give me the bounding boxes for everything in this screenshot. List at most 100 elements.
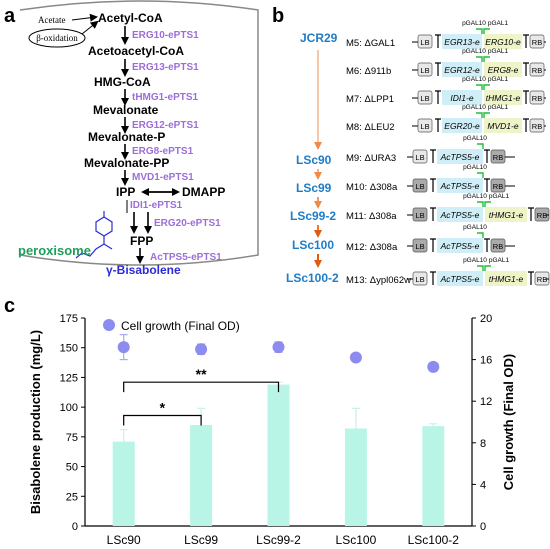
lb-label: LB [420,94,429,103]
compound-dmapp: DMAPP [182,185,225,199]
compound-ipp: IPP [116,185,135,199]
compound-mevalonate-pp: Mevalonate-PP [84,156,169,170]
significance-label: * [160,399,166,415]
y2-tick-label: 12 [480,396,492,408]
module-label: M12: Δ308a [346,242,398,253]
terminator-icon [528,271,534,285]
gene-label: AcTPS5-e [440,241,480,251]
od-point [349,351,362,364]
terminator-icon [435,90,441,104]
promoter-label: pGAL1 [489,257,510,264]
gene-box [442,118,482,133]
lb-label: LB [415,211,424,220]
terminator-icon [430,207,436,221]
promoter-arrow-icon [483,56,490,62]
lb-label: LB [415,182,424,191]
gene-box [437,238,483,253]
gene-label: EGR13-e [444,37,480,47]
terminator-icon [484,149,490,163]
y-tick-label: 100 [60,402,78,414]
enzyme-erg10: ERG10-ePTS1 [132,30,199,41]
compound-fpp: FPP [130,234,153,248]
x-tick-label: LSc100-2 [408,533,460,547]
promoter-arrow-icon [483,84,490,90]
x-tick-label: LSc99 [184,533,218,547]
terminator-icon [523,34,529,48]
gene-box [485,207,527,222]
y2-tick-label: 8 [480,438,486,450]
enzyme-idi1: IDI1-ePTS1 [130,200,183,211]
rb-label: RB [532,122,542,131]
promoter-arrow-icon [476,28,483,34]
promoter-label: pGAL10 [463,135,487,142]
gene-box [442,62,482,77]
y2-tick-label: 16 [480,355,492,367]
strain-lsc99: LSc99 [296,181,332,195]
significance-label: ** [196,366,207,382]
acetate-arrow [71,13,98,22]
y-tick-label: 0 [72,521,78,533]
module-label: M6: Δ911b [346,66,391,77]
gene-label: EGR12-e [444,65,480,75]
rb-label: RB [537,211,547,220]
panel-c: c 0255075100125150175048121620Bisabolene… [4,295,516,547]
gene-label: tHMG1-e [489,274,524,284]
strain-lsc99-2: LSc99-2 [290,209,336,223]
enzyme-mvd1: MVD1-ePTS1 [132,172,194,183]
panel-a-label: a [4,5,16,27]
terminator-icon [435,62,441,76]
rb-label: RB [537,275,547,284]
promoter-label: pGAL10 [462,48,486,55]
y2-tick-label: 4 [480,479,486,491]
x-tick-label: LSc100 [336,533,377,547]
promoter-arrow-icon [476,56,483,62]
enzyme-erg20: ERG20-ePTS1 [154,218,221,229]
gene-box [437,178,483,193]
y2-tick-label: 0 [480,521,486,533]
promoter-arrow-icon [477,232,484,238]
gene-box [484,34,522,49]
gene-label: ERG10-e [485,37,521,47]
significance-bracket [123,414,202,426]
panel-a: a Acetate β-oxidation Acetyl-CoA ERG10-e… [4,0,259,277]
promoter-label: pGAL10 [462,76,486,83]
od-point [272,341,285,354]
gene-box [484,118,522,133]
lb-label: LB [415,242,424,251]
module-label: M7: ΔLPP1 [346,94,394,105]
strain-jcr29: JCR29 [300,31,338,45]
gene-box [442,90,482,105]
enzyme-erg8: ERG8-ePTS1 [132,146,194,157]
promoter-label: pGAL10 [463,224,487,231]
y2-axis-title: Cell growth (Final OD) [501,354,516,491]
terminator-icon [523,90,529,104]
promoter-label: pGAL10 [462,104,486,111]
promoter-arrow-icon [477,172,484,178]
y-axis-title: Bisabolene production (mg/L) [28,330,43,514]
promoter-arrow-icon [476,84,483,90]
terminator-icon [523,62,529,76]
module-label: M5: ΔGAL1 [346,38,395,49]
module-label: M9: ΔURA3 [346,153,396,164]
promoter-arrow-icon [484,265,491,271]
legend-label: Cell growth (Final OD) [121,319,240,333]
terminator-icon [484,178,490,192]
enzyme-thmg1: tHMG1-ePTS1 [132,92,199,103]
gene-box [442,34,482,49]
compound-mevalonate: Mevalonate [93,103,159,117]
strain-lsc100: LSc100 [292,238,334,252]
y-tick-label: 50 [66,462,78,474]
terminator-icon [528,207,534,221]
module-label: M10: Δ308a [346,182,398,193]
rb-label: RB [493,242,503,251]
gene-box [484,90,522,105]
bar [344,428,367,526]
terminator-icon [430,271,436,285]
gene-box [437,149,483,164]
gene-label: tHMG1-e [486,93,521,103]
beta-oxidation-label: β-oxidation [36,33,78,43]
lb-label: LB [415,275,424,284]
